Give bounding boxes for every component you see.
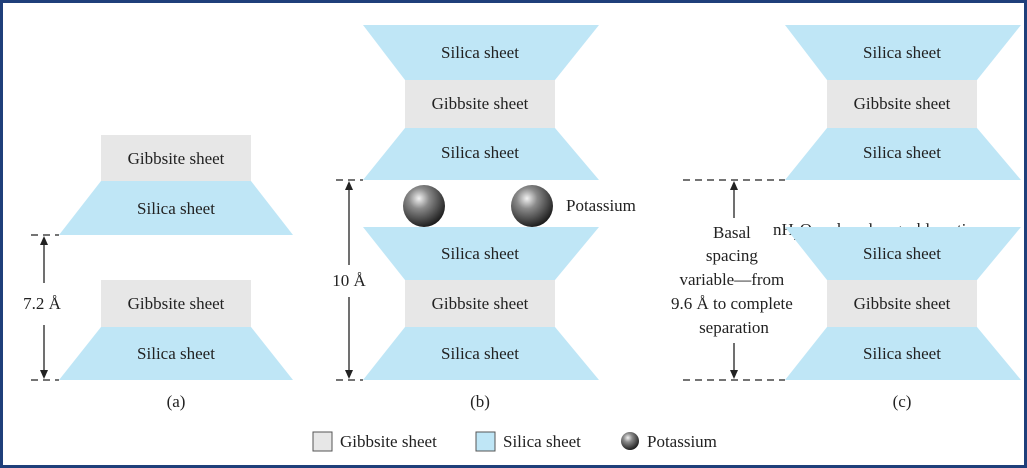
spacing-line: Basal: [713, 223, 751, 242]
clay-structure-diagram: Gibbsite sheet Silica sheet Gibbsite she…: [23, 25, 1021, 452]
legend: Gibbsite sheet Silica sheet Potassium: [312, 431, 717, 452]
silica-sheet: [363, 25, 599, 80]
silica-sheet-label: Silica sheet: [137, 199, 215, 218]
gibbsite-sheet: [101, 135, 251, 181]
legend-potassium-swatch: [621, 432, 639, 450]
potassium-ion: [403, 185, 445, 227]
legend-silica-swatch: [475, 431, 496, 452]
silica-sheet-label: Silica sheet: [441, 143, 519, 162]
silica-sheet: [785, 327, 1021, 380]
dimension-marker: [336, 179, 363, 381]
legend-potassium-label: Potassium: [647, 432, 717, 451]
silica-sheet-label: Silica sheet: [441, 244, 519, 263]
gibbsite-sheet-label: Gibbsite sheet: [128, 149, 225, 168]
legend-gibbsite-swatch: [312, 431, 333, 452]
panel-c: Silica sheet Gibbsite sheet Silica sheet…: [671, 25, 1021, 411]
silica-sheet-label: Silica sheet: [863, 143, 941, 162]
silica-sheet: [785, 227, 1021, 280]
dimension-marker: [31, 234, 59, 381]
gibbsite-sheet: [405, 280, 555, 327]
dimension-marker: [683, 179, 785, 381]
gibbsite-sheet-label: Gibbsite sheet: [432, 294, 529, 313]
gibbsite-sheet: [101, 280, 251, 327]
silica-sheet: [363, 227, 599, 280]
spacing-line: spacing: [706, 246, 758, 265]
spacing-line: separation: [699, 318, 769, 337]
spacing-line: 9.6 Å to complete: [671, 294, 793, 313]
silica-sheet-label: Silica sheet: [863, 43, 941, 62]
silica-sheet-label: Silica sheet: [441, 344, 519, 363]
silica-sheet-label: Silica sheet: [863, 244, 941, 263]
gibbsite-sheet-label: Gibbsite sheet: [128, 294, 225, 313]
legend-silica-label: Silica sheet: [503, 432, 581, 451]
panel-a: Gibbsite sheet Silica sheet Gibbsite she…: [23, 135, 293, 411]
panel-caption: (b): [470, 392, 490, 411]
silica-sheet: [785, 25, 1021, 80]
silica-sheet-label: Silica sheet: [137, 344, 215, 363]
gibbsite-sheet: [827, 280, 977, 327]
water-n: nH: [773, 220, 794, 239]
silica-sheet-label: Silica sheet: [441, 43, 519, 62]
dimension-label: 7.2 Å: [23, 294, 62, 313]
silica-sheet: [59, 327, 293, 380]
silica-sheet: [59, 181, 293, 235]
gibbsite-sheet-label: Gibbsite sheet: [854, 294, 951, 313]
silica-sheet: [785, 128, 1021, 180]
legend-gibbsite-label: Gibbsite sheet: [340, 432, 437, 451]
potassium-ion: [511, 185, 553, 227]
silica-sheet: [363, 128, 599, 180]
panel-b: Silica sheet Gibbsite sheet Silica sheet…: [332, 25, 636, 411]
gibbsite-sheet: [827, 80, 977, 128]
dimension-label: 10 Å: [332, 271, 366, 290]
potassium-label: Potassium: [566, 196, 636, 215]
gibbsite-sheet-label: Gibbsite sheet: [432, 94, 529, 113]
panel-caption: (c): [893, 392, 912, 411]
gibbsite-sheet-label: Gibbsite sheet: [854, 94, 951, 113]
silica-sheet: [363, 327, 599, 380]
basal-spacing-label: Basal spacing variable—from 9.6 Å to com…: [671, 223, 797, 337]
gibbsite-sheet: [405, 80, 555, 128]
panel-caption: (a): [167, 392, 186, 411]
spacing-line: variable—from: [679, 270, 784, 289]
silica-sheet-label: Silica sheet: [863, 344, 941, 363]
